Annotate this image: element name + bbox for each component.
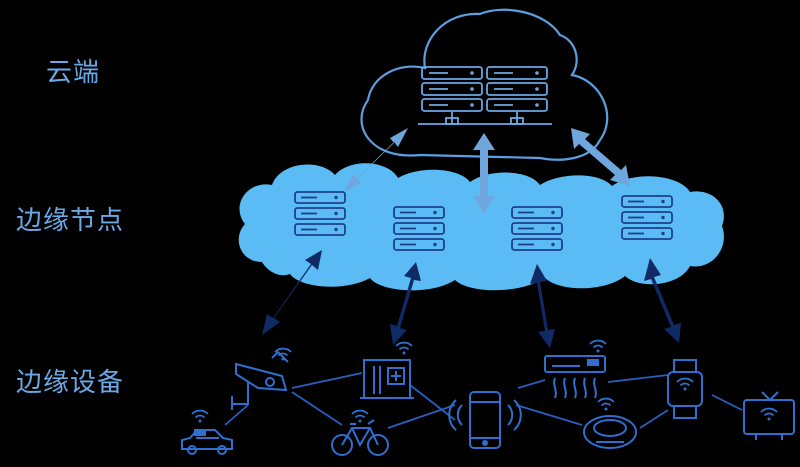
arrow-edge-device-3 — [530, 264, 555, 348]
arrow-edge-device-1 — [262, 250, 322, 335]
edge-node-tier — [238, 163, 724, 291]
robot-vacuum-icon — [583, 397, 637, 449]
edge-device-tier-label: 边缘设备 — [16, 368, 125, 398]
cloud-edge-arrows — [344, 128, 630, 213]
smart-building-icon — [360, 341, 414, 399]
arrow-edge-device-4 — [644, 258, 681, 343]
smartwatch-icon — [667, 359, 703, 419]
smartphone-icon — [448, 391, 522, 449]
smart-tv-icon — [743, 391, 795, 440]
cloud-tier-label: 云端 — [46, 58, 101, 88]
arrow-edge-device-2 — [390, 262, 421, 345]
air-conditioner-icon — [544, 339, 607, 399]
cloud-tier — [360, 8, 609, 161]
cloud-server-base-icon — [418, 112, 552, 125]
edge-node-tier-label: 边缘节点 — [16, 206, 125, 236]
taxi-icon — [181, 409, 233, 455]
devices — [181, 339, 795, 456]
arrow-cloud-edge-middle — [473, 133, 495, 213]
bicycle-icon — [331, 409, 389, 456]
surveillance-camera-icon — [231, 347, 292, 410]
arrow-cloud-edge-right — [571, 128, 630, 186]
cloud-outline-shape — [360, 8, 609, 161]
edge-cloud-shape — [238, 163, 724, 291]
device-links — [224, 372, 743, 429]
edge-device-arrows — [262, 250, 681, 348]
arrow-cloud-edge-left — [344, 128, 408, 192]
